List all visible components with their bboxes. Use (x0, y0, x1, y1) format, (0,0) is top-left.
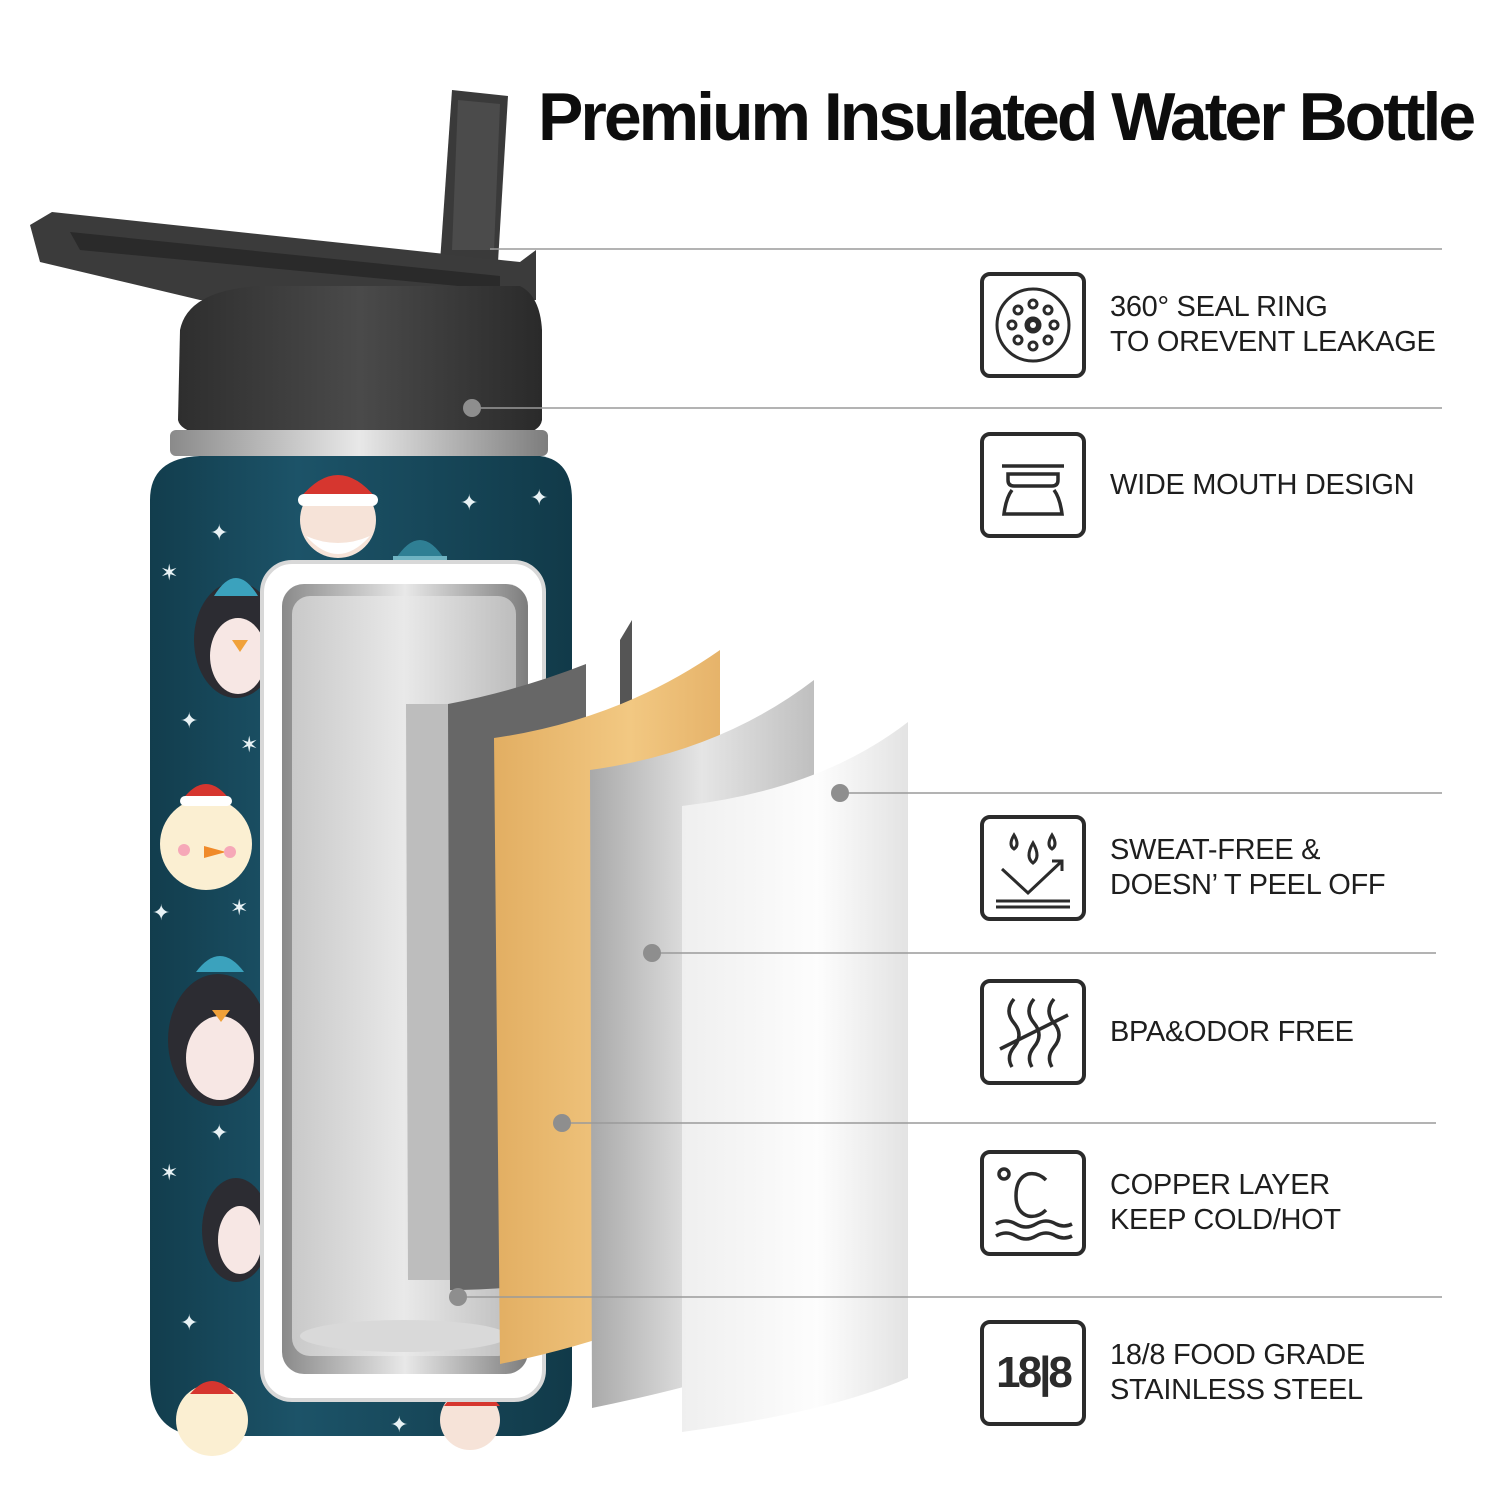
callout-lines (458, 248, 1442, 1298)
temperature-icon (980, 1150, 1086, 1256)
wide-mouth-icon (980, 432, 1086, 538)
feature-text: BPA&ODOR FREE (1110, 1015, 1354, 1050)
feature-food-grade: 18|8 18/8 FOOD GRADE STAINLESS STEEL (980, 1318, 1480, 1428)
svg-text:✶: ✶ (160, 561, 178, 586)
sweat-free-icon (980, 815, 1086, 921)
feature-text: WIDE MOUTH DESIGN (1110, 468, 1415, 503)
straw-lid (30, 90, 536, 300)
odor-waves-icon (980, 979, 1086, 1085)
feature-text: COPPER LAYER KEEP COLD/HOT (1110, 1168, 1341, 1238)
feature-line-2: TO OREVENT LEAKAGE (1110, 326, 1436, 358)
svg-text:✶: ✶ (160, 1161, 178, 1186)
steel-18-8-icon: 18|8 (980, 1320, 1086, 1426)
feature-line-1: 360° SEAL RING (1110, 291, 1328, 323)
feature-bpa-free: BPA&ODOR FREE (980, 977, 1480, 1087)
steel-grade-badge: 18|8 (996, 1348, 1073, 1397)
svg-text:✦: ✦ (530, 486, 548, 511)
callout-dots (449, 399, 849, 1306)
feature-seal-ring: 360° SEAL RING TO OREVENT LEAKAGE (980, 270, 1480, 380)
feature-wide-mouth: WIDE MOUTH DESIGN (980, 430, 1480, 540)
feature-text: 18/8 FOOD GRADE STAINLESS STEEL (1110, 1338, 1365, 1408)
feature-line-1: BPA&ODOR FREE (1110, 1015, 1354, 1048)
feature-text: 360° SEAL RING TO OREVENT LEAKAGE (1110, 290, 1436, 360)
feature-line-1: COPPER LAYER (1110, 1169, 1330, 1201)
seal-ring-icon (980, 272, 1086, 378)
svg-text:✦: ✦ (180, 1311, 198, 1336)
svg-text:✦: ✦ (390, 1413, 408, 1438)
svg-text:✦: ✦ (210, 1121, 228, 1146)
feature-line-1: SWEAT-FREE & (1110, 834, 1321, 866)
page-title: Premium Insulated Water Bottle (538, 79, 1476, 155)
svg-text:✶: ✶ (230, 896, 248, 921)
bottle-cap (170, 286, 548, 456)
svg-text:✦: ✦ (460, 491, 478, 516)
layer-stack (406, 620, 908, 1432)
feature-line-2: DOESN’ T PEEL OFF (1110, 869, 1386, 901)
feature-text: SWEAT-FREE & DOESN’ T PEEL OFF (1110, 833, 1386, 903)
feature-line-1: WIDE MOUTH DESIGN (1110, 468, 1415, 501)
svg-text:✦: ✦ (152, 901, 170, 926)
feature-line-1: 18/8 FOOD GRADE (1110, 1339, 1365, 1371)
svg-text:✶: ✶ (240, 733, 258, 758)
svg-text:✦: ✦ (180, 709, 198, 734)
feature-sweat-free: SWEAT-FREE & DOESN’ T PEEL OFF (980, 813, 1480, 923)
feature-line-2: KEEP COLD/HOT (1110, 1204, 1341, 1236)
feature-line-2: STAINLESS STEEL (1110, 1374, 1363, 1406)
svg-text:✦: ✦ (210, 521, 228, 546)
feature-copper-layer: COPPER LAYER KEEP COLD/HOT (980, 1148, 1480, 1258)
